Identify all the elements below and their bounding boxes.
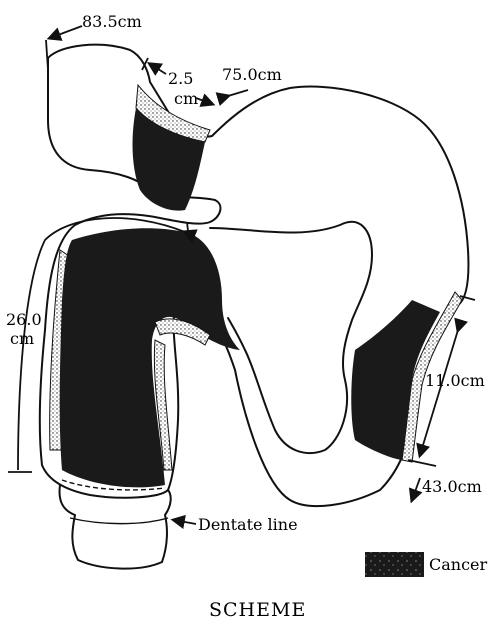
label-26-unit: cm [10,329,34,348]
label-11: 11.0cm [425,371,485,390]
label-75: 75.0cm [222,65,282,84]
figure-title: SCHEME [209,599,306,621]
tick-11-bottom [408,460,436,466]
legend-cancer-label: Cancer [429,555,488,574]
dentate-line-mark [70,518,168,524]
label-dentate-line: Dentate line [198,515,298,534]
legend-cancer-swatch [365,552,424,577]
marker-83-5-left [46,40,48,70]
label-26-value: 26.0 [6,310,42,329]
arrow-83-5 [50,26,82,38]
arrow-dentate [174,520,196,524]
label-2-5-unit: cm [174,89,198,108]
arrow-43 [412,478,420,500]
arrow-75 [228,90,248,96]
left-tumor [60,228,240,487]
arrow-2-5-left [150,64,166,74]
arrow-2-5-right [196,98,212,104]
label-2-5-value: 2.5 [168,69,193,88]
colon-inner-outline [210,222,372,453]
label-83-5: 83.5cm [82,12,142,31]
label-43: 43.0cm [422,477,482,496]
